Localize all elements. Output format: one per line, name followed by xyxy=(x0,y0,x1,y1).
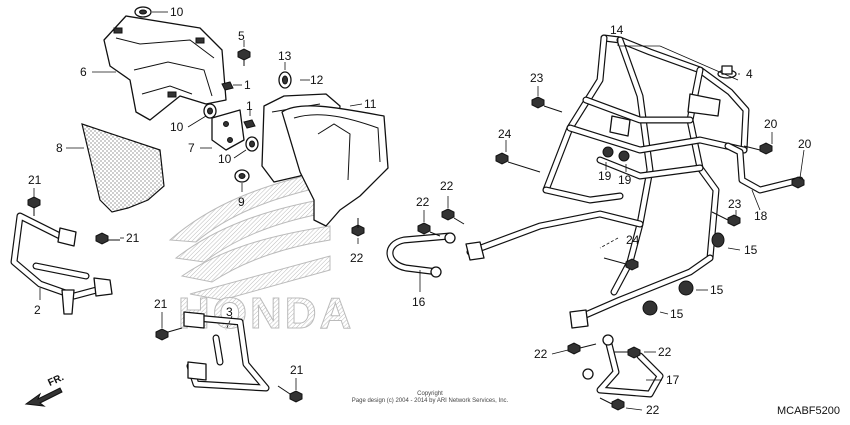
part-20-bolt-a xyxy=(743,142,773,155)
callout-3: 3 xyxy=(226,305,233,319)
callout-20: 20 xyxy=(764,117,778,131)
part-15-grommet-b xyxy=(678,280,694,296)
part-22-bolt-f xyxy=(599,397,625,411)
part-5-bolt xyxy=(237,48,251,66)
part-3-engine-guard-lower xyxy=(183,311,270,392)
callout-21: 21 xyxy=(154,297,168,311)
leader-lines xyxy=(33,11,805,411)
callout-22: 22 xyxy=(646,403,660,417)
part-7-bracket xyxy=(211,109,245,151)
callout-6: 6 xyxy=(80,65,87,79)
callout-12: 12 xyxy=(310,73,324,87)
callout-21: 21 xyxy=(290,363,304,377)
part-15-grommet-c xyxy=(642,300,658,316)
callout-16: 16 xyxy=(412,295,426,309)
part-8-pad xyxy=(81,123,165,213)
part-11-side-cover xyxy=(281,105,389,227)
callout-23: 23 xyxy=(728,197,742,211)
part-19-collar-a xyxy=(602,146,614,158)
part-15-grommet-a xyxy=(711,232,725,248)
callout-24: 24 xyxy=(498,127,512,141)
part-22-bolt-a xyxy=(351,218,365,237)
copyright-notice: Copyright Page design (c) 2004 - 2014 by… xyxy=(320,391,540,405)
callout-10: 10 xyxy=(218,152,232,166)
callout-13: 13 xyxy=(278,49,292,63)
callout-14: 14 xyxy=(610,23,624,37)
part-4-cap xyxy=(717,65,737,79)
callout-22: 22 xyxy=(440,179,454,193)
callout-2: 2 xyxy=(34,303,41,317)
part-13-grommet xyxy=(278,71,292,89)
part-22-bolt-c xyxy=(441,208,465,225)
part-10-grommet-top xyxy=(134,6,152,18)
part-21-bolt-c xyxy=(155,327,183,341)
part-23-bolt-b xyxy=(711,211,741,227)
callout-22: 22 xyxy=(350,251,364,265)
part-21-bolt-a xyxy=(27,196,41,216)
callout-1: 1 xyxy=(246,99,253,113)
part-23-bolt-a xyxy=(531,96,563,113)
callout-1: 1 xyxy=(244,78,251,92)
callout-21: 21 xyxy=(28,173,42,187)
part-9-grommet xyxy=(234,169,250,183)
part-21-bolt-d xyxy=(277,385,303,403)
callout-10: 10 xyxy=(170,120,184,134)
front-arrow-icon xyxy=(24,387,63,407)
part-16-u-bracket xyxy=(386,232,456,278)
part-22-bolt-d xyxy=(567,342,597,355)
part-19-collar-b xyxy=(618,150,630,162)
callout-18: 18 xyxy=(754,209,768,223)
callout-4: 4 xyxy=(746,67,753,81)
callout-24: 24 xyxy=(626,233,640,247)
copyright-text: Page design (c) 2004 - 2014 by ARI Netwo… xyxy=(351,398,509,404)
callout-labels: 10 5 6 1 13 12 11 1 10 7 10 8 9 21 21 2 … xyxy=(28,5,812,417)
part-24-bolt-a xyxy=(495,152,541,173)
callout-15: 15 xyxy=(670,307,684,321)
part-22-bolt-e xyxy=(614,346,641,359)
callout-11: 11 xyxy=(364,97,377,111)
part-2-engine-guard-left xyxy=(10,212,113,315)
honda-wing-watermark xyxy=(168,169,331,301)
part-1-clip-b xyxy=(243,119,256,129)
callout-9: 9 xyxy=(238,195,245,209)
part-10-grommet-low xyxy=(245,136,259,152)
part-14-main-frame xyxy=(465,34,750,329)
diagram-code: MCABF5200 xyxy=(777,405,840,417)
callout-7: 7 xyxy=(188,141,195,155)
callout-15: 15 xyxy=(710,283,724,297)
part-10-grommet-mid xyxy=(203,103,217,119)
callout-22: 22 xyxy=(658,345,672,359)
part-6-inner-cover xyxy=(103,15,227,121)
callout-17: 17 xyxy=(666,373,680,387)
callout-22: 22 xyxy=(416,195,430,209)
callout-23: 23 xyxy=(530,71,544,85)
part-24-bolt-b xyxy=(603,257,639,271)
callout-5: 5 xyxy=(238,29,245,43)
callout-20: 20 xyxy=(798,137,812,151)
callout-19: 19 xyxy=(598,169,612,183)
part-18-pipe xyxy=(724,142,804,194)
part-21-bolt-b xyxy=(95,232,120,245)
copyright-title: Copyright xyxy=(417,391,443,397)
callout-15: 15 xyxy=(744,243,758,257)
callout-8: 8 xyxy=(56,141,63,155)
honda-watermark-text: HONDA xyxy=(178,289,354,338)
part-17-u-bracket xyxy=(582,334,664,398)
callout-19: 19 xyxy=(618,173,632,187)
part-22-bolt-b xyxy=(417,222,441,237)
callout-10: 10 xyxy=(170,5,184,19)
callout-21: 21 xyxy=(126,231,140,245)
part-1-clip-a xyxy=(221,81,234,91)
part-20-bolt-b xyxy=(791,176,805,189)
callout-22: 22 xyxy=(534,347,548,361)
